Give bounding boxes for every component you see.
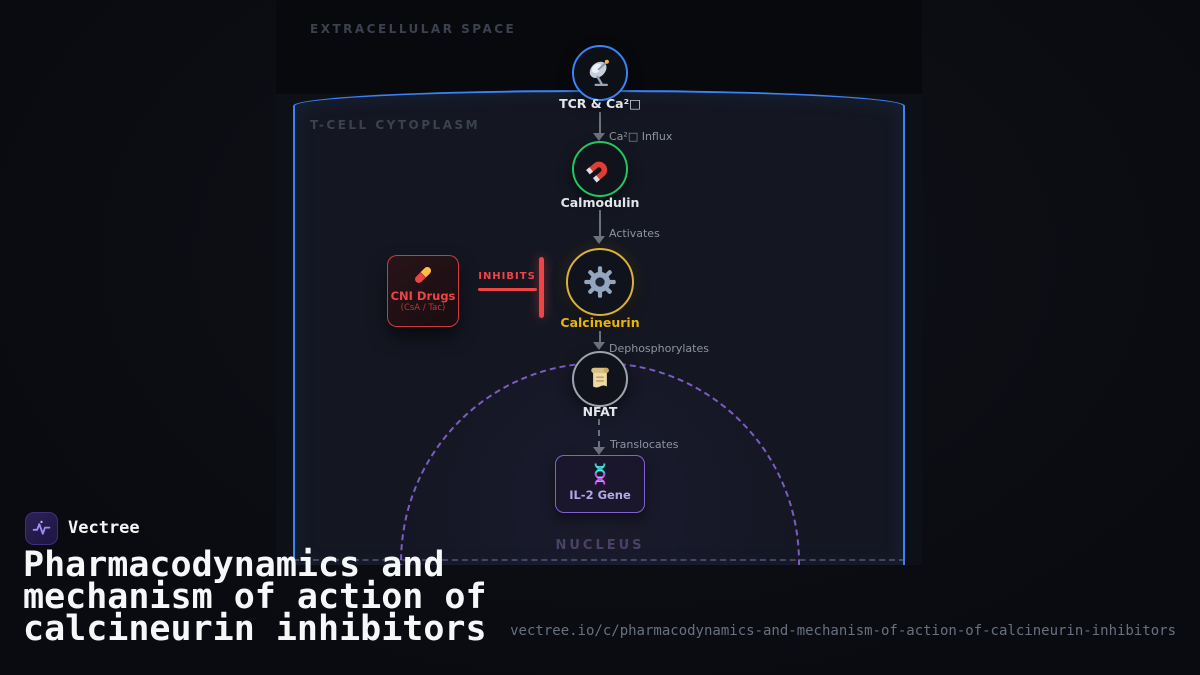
node-calcineurin-label: Calcineurin [560,315,640,330]
page-title-line-1: Pharmacodynamics and [23,545,445,585]
inhibits-line [478,288,537,291]
edge-dephosphorylates-label: Dephosphorylates [609,342,709,355]
cni-drugs-sublabel: (CsA / Tac) [400,303,446,313]
extracellular-space-label: EXTRACELLULAR SPACE [310,22,517,36]
magnet-icon [585,154,615,184]
edge-ca-influx-arrowhead [593,133,605,141]
node-tcr-ca-label: TCR & Ca²□ [559,96,641,111]
membrane-bottom-dashed-line [293,559,905,561]
page-title-line-3: calcineurin inhibitors [23,609,487,649]
pathway-diagram: EXTRACELLULAR SPACE T-CELL CYTOPLASM NUC… [276,0,922,565]
dna-icon [587,461,613,487]
node-nfat-label: NFAT [582,404,618,419]
page-title: Pharmacodynamics and mechanism of action… [23,545,487,649]
inhibits-blocker-bar [539,257,544,318]
cni-drugs-label: CNI Drugs [390,289,456,303]
scroll-icon [585,364,615,394]
tcell-cytoplasm-label: T-CELL CYTOPLASM [310,118,481,132]
satellite-dish-icon [585,58,615,88]
node-il2-gene-label: IL-2 Gene [569,488,631,502]
edge-dephosphorylates-line [599,331,601,342]
edge-activates-label: Activates [609,227,660,240]
edge-translocates-line [598,419,600,447]
edge-activates-line [599,210,601,236]
edge-activates-arrowhead [593,236,605,244]
node-calcineurin [566,248,634,316]
node-calmodulin [572,141,628,197]
node-nfat [572,351,628,407]
edge-ca-influx-label: Ca²□ Influx [609,130,673,143]
gear-icon [582,264,618,300]
edge-translocates-label: Translocates [610,438,679,451]
pulse-icon [31,518,52,539]
page-url: vectree.io/c/pharmacodynamics-and-mechan… [510,623,1176,639]
edge-translocates-arrowhead [593,447,605,455]
nucleus-label: NUCLEUS [555,538,645,553]
edge-dephosphorylates-arrowhead [593,342,605,350]
vectree-logo [25,512,58,545]
node-calmodulin-label: Calmodulin [560,195,640,210]
node-il2-gene: IL-2 Gene [555,455,645,513]
node-tcr-ca [572,45,628,101]
inhibits-label: INHIBITS [478,271,536,282]
brand-name: Vectree [68,518,140,538]
page-title-line-2: mechanism of action of [23,577,487,617]
node-cni-drugs: CNI Drugs (CsA / Tac) [387,255,459,327]
pill-icon [410,262,436,288]
edge-ca-influx-line [599,112,601,135]
